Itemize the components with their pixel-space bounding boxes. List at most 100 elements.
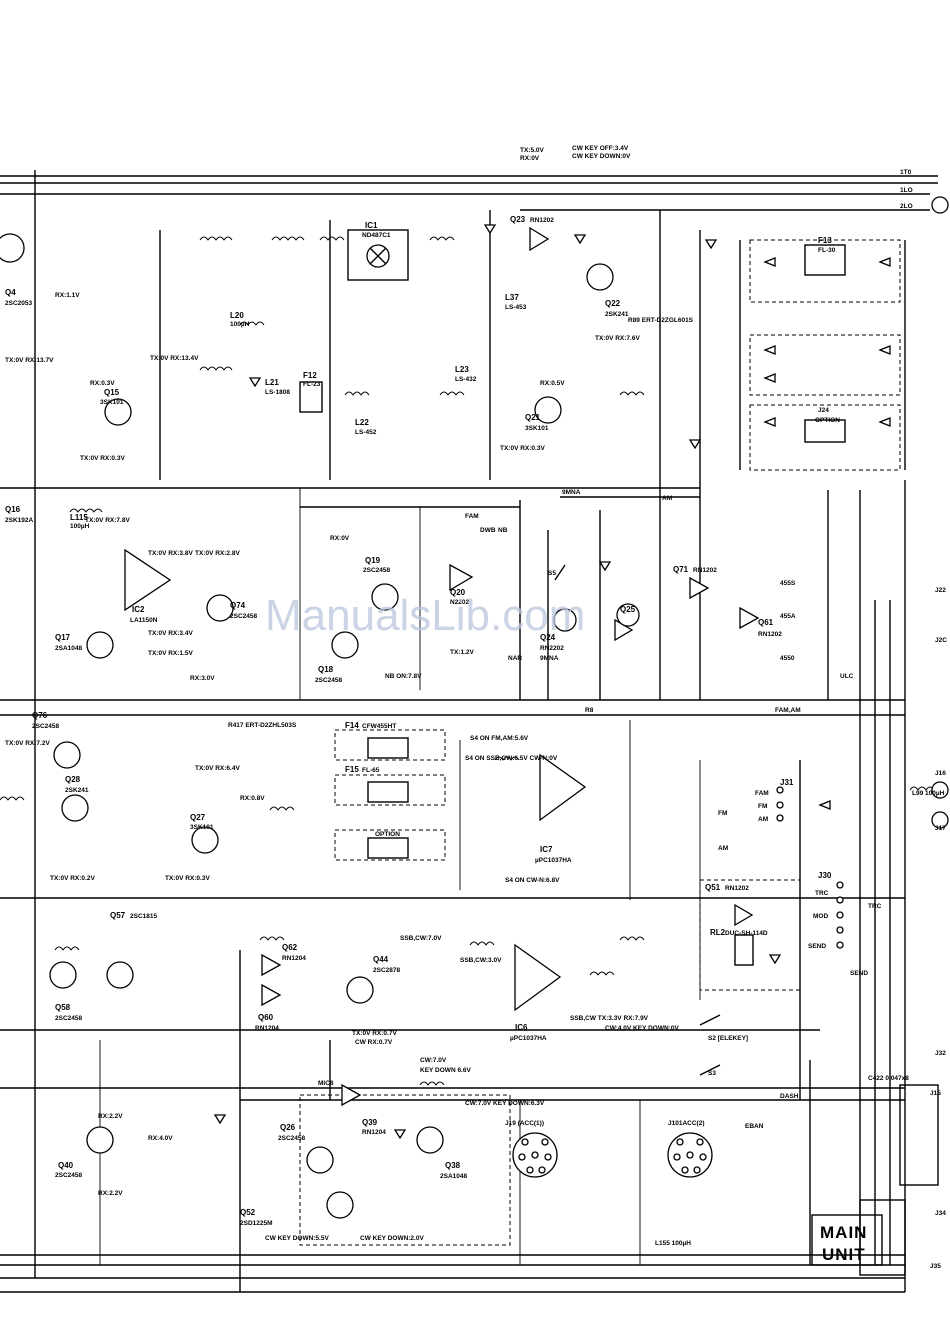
part-q21: 3SK101 — [525, 425, 549, 432]
diodes — [213, 224, 891, 1140]
voltage-note: CW RX:0.7V — [355, 1039, 393, 1046]
note-tx: TX:5.0V — [520, 147, 545, 154]
ref-q20: Q20 — [450, 588, 466, 597]
part-ic7: µPC1037HA — [535, 857, 572, 864]
part-q76: 2SC2458 — [32, 723, 59, 730]
voltage-note: TX:0V RX:1.5V — [148, 650, 193, 657]
ref-f13: F13 — [818, 236, 832, 245]
voltage-note: TX:0V RX:0.2V — [50, 875, 95, 882]
ref-q4: Q4 — [5, 288, 16, 297]
shield-outlines — [299, 239, 901, 1246]
rail-label: 9MNA — [562, 489, 581, 496]
connector-label: J34 — [935, 1210, 946, 1217]
voltage-note: TX:0V RX:6.4V — [195, 765, 240, 772]
voltage-note: RX:2.2V — [98, 1113, 123, 1120]
ref-q22: Q22 — [605, 299, 621, 308]
voltage-note: TX:0V RX:3.4V — [148, 630, 193, 637]
part-q27: 3SK101 — [190, 824, 214, 831]
part-q23: RN1202 — [530, 217, 554, 224]
rail-label: NAR — [508, 655, 522, 662]
part-f12: FL-23 — [303, 381, 321, 388]
part-q60: RN1204 — [255, 1025, 279, 1032]
ref-ic6: IC6 — [515, 1023, 528, 1032]
ref-q21: Q21 — [525, 413, 541, 422]
rail-label: EBAN — [745, 1123, 764, 1130]
top-notes: TX:5.0V RX:0V CW KEY OFF:3.4V CW KEY DOW… — [520, 145, 631, 162]
ref-q57: Q57 — [110, 911, 126, 920]
switch-label: S3 — [708, 1070, 716, 1077]
voltage-note: S4 ON FM,AM:5.6V — [470, 735, 529, 742]
voltage-note: TX:1.2V — [450, 649, 475, 656]
ref-q61: Q61 — [758, 618, 774, 627]
rail-label: AM — [718, 845, 728, 852]
voltage-note: SSB,CW:7.0V — [400, 935, 442, 942]
ref-f12: F12 — [303, 371, 317, 380]
ref-q27: Q27 — [190, 813, 206, 822]
voltage-note: CW KEY DOWN:2.0V — [360, 1235, 424, 1242]
switch-label: SEND — [808, 943, 826, 950]
voltage-note: S4 ON CW-N:6.8V — [505, 877, 560, 884]
switch-label: AM — [758, 816, 768, 823]
part-l22: LS-452 — [355, 429, 377, 436]
part-q28: 2SK241 — [65, 787, 89, 794]
connector-label: J101ACC(2) — [668, 1120, 705, 1127]
ref-l22: L22 — [355, 418, 369, 427]
voltage-note: SSB,CW TX:3.3V RX:7.9V — [570, 1015, 649, 1022]
rail-label: SEND — [850, 970, 868, 977]
transistors — [0, 233, 640, 1219]
rail-label: 455A — [780, 613, 796, 620]
voltage-note: KEY DOWN 6.6V — [420, 1067, 471, 1074]
voltage-note: RX:2.2V — [98, 1190, 123, 1197]
part-q16: 2SK192A — [5, 517, 33, 524]
voltage-note: TX:0V RX:7.8V — [85, 517, 130, 524]
ref-q74: Q74 — [230, 601, 246, 610]
rail-label: MIC8 — [318, 1080, 334, 1087]
part-ic1: ND487C1 — [362, 232, 391, 239]
voltage-note: TX:0V RX:0.3V — [80, 455, 125, 462]
rail-label: 455S — [780, 580, 796, 587]
voltage-note: NB ON:7.8V — [385, 673, 422, 680]
ref-q62: Q62 — [282, 943, 298, 952]
ref-q19: Q19 — [365, 556, 381, 565]
rail-label: TRC — [868, 903, 882, 910]
rail-label: 1T0 — [900, 169, 912, 176]
switch-label: FAM — [755, 790, 769, 797]
voltage-note: TX:0V RX:7.6V — [595, 335, 640, 342]
switch-label: OPTION — [815, 417, 840, 424]
ref-q76: Q76 — [32, 711, 48, 720]
voltage-note: RX:0.5V — [540, 380, 565, 387]
connector-label: J19 (ACC(1)) — [505, 1120, 544, 1127]
voltage-note: TX:0V RX:13.4V — [150, 355, 199, 362]
ref-q16: Q16 — [5, 505, 21, 514]
ref-f14: F14 — [345, 721, 359, 730]
rail-label: FAM — [465, 513, 479, 520]
voltage-note: RX:0.8V — [240, 795, 265, 802]
part-q22: 2SK241 — [605, 311, 629, 318]
part-l115: 100µH — [70, 523, 90, 530]
component-labels: Q4 2SC2053 Q15 3SK101 Q16 2SK192A Q17 2S… — [5, 215, 836, 1227]
rail-label: DASH — [780, 1093, 799, 1100]
connector-label: J24 — [818, 407, 829, 414]
ref-q24: Q24 — [540, 633, 556, 642]
switches — [554, 564, 754, 1076]
ref-q39: Q39 — [362, 1118, 378, 1127]
connector-label: J15 — [930, 1090, 941, 1097]
rail-label: NB — [498, 527, 508, 534]
part-q40: 2SC2458 — [55, 1172, 82, 1179]
voltage-notes: TX:0V RX:13.7V RX:0.3V TX:0V RX:0.3V TX:… — [5, 292, 679, 1242]
connector-labels: J31 J30 J19 (ACC(1)) J101ACC(2) J24 J15 … — [505, 407, 947, 1270]
voltage-note: TX:0V RX:0.3V — [165, 875, 210, 882]
ref-q58: Q58 — [55, 1003, 71, 1012]
connector-label: J31 — [780, 778, 794, 787]
part-label: R417 ERT-D2ZHL503S — [228, 722, 297, 729]
ref-q23: Q23 — [510, 215, 526, 224]
ref-rl2: RL2 — [710, 928, 726, 937]
ref-l23: L23 — [455, 365, 469, 374]
part-q24: RN2202 — [540, 645, 564, 652]
ic1-mixer — [347, 229, 409, 281]
note-cw-down: CW KEY DOWN:0V — [572, 153, 631, 160]
part-q61: RN1202 — [758, 631, 782, 638]
unit-frame — [0, 1214, 905, 1266]
ref-q38: Q38 — [445, 1161, 461, 1170]
